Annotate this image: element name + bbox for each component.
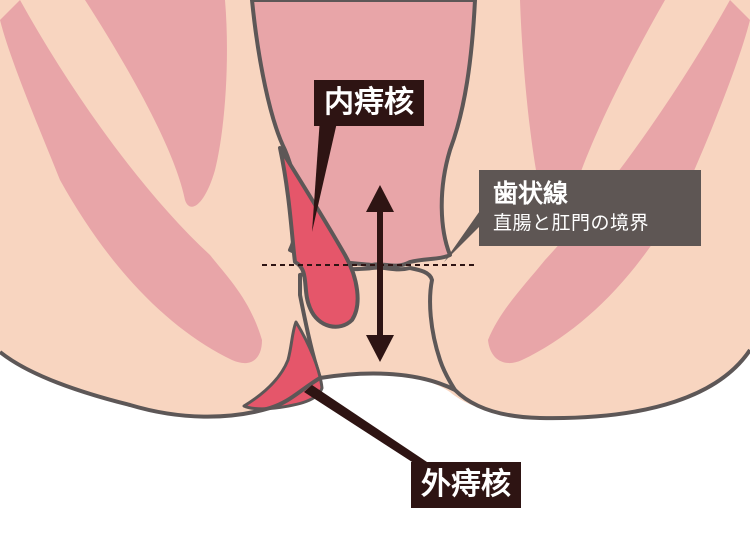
- dentate-line-title: 歯状線: [493, 179, 569, 208]
- arrow-down-head: [366, 335, 394, 362]
- dentate-line-description: 直腸と肛門の境界: [493, 212, 650, 234]
- external-label-pointer: [304, 385, 440, 480]
- right-inner-muscle: [520, 0, 665, 218]
- left-sphincter-muscle: [0, 0, 262, 364]
- dentate-label-pointer: [444, 205, 484, 262]
- buttock-outline-right: [453, 348, 750, 421]
- left-inner-muscle: [85, 0, 227, 207]
- internal-hemorrhoid-shape: [278, 146, 360, 329]
- arrow-up-head: [366, 185, 394, 212]
- dentate-line-label: 歯状線 直腸と肛門の境界: [479, 170, 701, 246]
- internal-hemorrhoid-label: 内痔核: [314, 80, 424, 126]
- external-hemorrhoid-label: 外痔核: [411, 462, 521, 508]
- internal-label-pointer: [312, 118, 338, 232]
- buttock-outline: [0, 350, 322, 419]
